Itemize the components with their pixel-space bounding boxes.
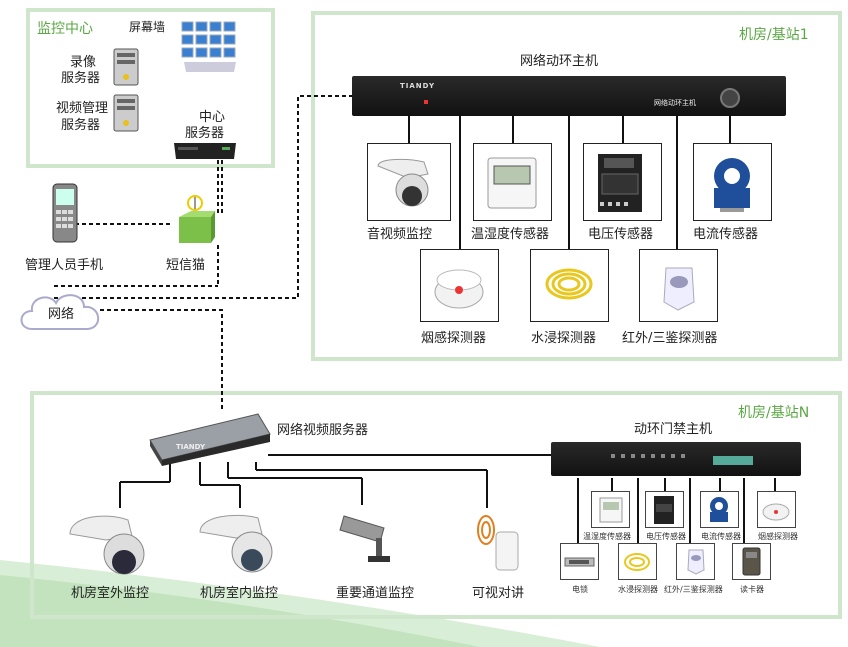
small-infrared-label: 红外/三鉴探测器 xyxy=(664,585,723,594)
smoke-detector-frame xyxy=(420,249,499,322)
video-intercom-icon xyxy=(470,508,524,574)
record-server-icon xyxy=(113,48,139,86)
current-sensor-frame xyxy=(693,143,772,221)
center-server-label-2: 服务器 xyxy=(185,126,225,141)
current-sensor-label: 电流传感器 xyxy=(693,227,759,242)
small-current-frame xyxy=(700,491,739,528)
av-monitor-frame xyxy=(367,143,451,221)
center-server-label-1: 中心 xyxy=(199,110,226,125)
access-host-rack xyxy=(551,442,801,476)
host-front-label: 网络动环主机 xyxy=(654,99,696,107)
status-led-icon xyxy=(424,100,428,104)
video-server-icon xyxy=(113,94,139,132)
water-detector-label: 水浸探测器 xyxy=(531,331,597,346)
small-infrared-frame xyxy=(676,543,715,580)
indoor-camera-label: 机房室内监控 xyxy=(200,586,279,601)
video-server-brand: TIANDY xyxy=(176,443,206,451)
phone-icon xyxy=(50,182,80,244)
siteN-title: 机房/基站N xyxy=(738,405,810,421)
small-lock-frame xyxy=(560,543,599,580)
phone-label: 管理人员手机 xyxy=(25,258,104,273)
voltage-sensor-label: 电压传感器 xyxy=(588,227,654,242)
outdoor-camera-icon xyxy=(66,506,156,576)
small-voltage-label: 电压传感器 xyxy=(646,532,686,541)
small-water-frame xyxy=(618,543,657,580)
sms-modem-label: 短信猫 xyxy=(166,258,206,273)
video-server-label-2: 服务器 xyxy=(61,118,101,133)
network-video-server-icon: TIANDY xyxy=(148,410,272,466)
voltage-sensor-frame xyxy=(583,143,662,221)
small-lock-label: 电锁 xyxy=(572,585,588,594)
siteN-video-server-title: 网络视频服务器 xyxy=(277,423,369,438)
passage-camera-icon xyxy=(336,498,402,572)
small-current-label: 电流传感器 xyxy=(701,532,741,541)
video-server-label-1: 视频管理 xyxy=(56,101,109,116)
av-monitor-label: 音视频监控 xyxy=(367,227,433,242)
site1-title: 机房/基站1 xyxy=(739,27,809,43)
site1-host-rack: TIANDY 网络动环主机 xyxy=(352,76,786,116)
record-server-label-1: 录像 xyxy=(70,55,97,70)
small-smoke-label: 烟感探测器 xyxy=(758,532,798,541)
access-host-leds-icon xyxy=(611,454,691,458)
network-cloud-icon xyxy=(14,283,108,339)
passage-camera-label: 重要通道监控 xyxy=(336,586,415,601)
temp-humidity-frame xyxy=(473,143,552,221)
center-server-icon xyxy=(172,139,238,161)
screen-wall-icon xyxy=(180,18,240,74)
indoor-camera-icon xyxy=(196,506,286,576)
siteN-panel xyxy=(30,391,842,619)
power-knob-icon xyxy=(720,88,740,108)
site1-host-title: 网络动环主机 xyxy=(520,54,599,69)
access-host-title: 动环门禁主机 xyxy=(634,422,713,437)
outdoor-camera-label: 机房室外监控 xyxy=(71,586,150,601)
video-intercom-label: 可视对讲 xyxy=(472,586,525,601)
network-label: 网络 xyxy=(48,307,75,322)
control-center-title: 监控中心 xyxy=(37,21,93,37)
temp-humidity-label: 温湿度传感器 xyxy=(471,227,550,242)
sms-modem-icon xyxy=(175,193,215,245)
small-water-label: 水浸探测器 xyxy=(618,585,658,594)
small-card-reader-frame xyxy=(732,543,771,580)
infrared-detector-label: 红外/三鉴探测器 xyxy=(622,331,718,346)
small-temp-label: 温湿度传感器 xyxy=(583,532,631,541)
small-card-reader-label: 读卡器 xyxy=(740,585,764,594)
screen-wall-label: 屏幕墙 xyxy=(129,20,166,34)
small-voltage-frame xyxy=(645,491,684,528)
record-server-label-2: 服务器 xyxy=(61,71,101,86)
host-brand: TIANDY xyxy=(400,82,436,90)
small-temp-frame xyxy=(591,491,630,528)
infrared-detector-frame xyxy=(639,249,718,322)
access-host-display-icon xyxy=(713,456,753,465)
water-detector-frame xyxy=(530,249,609,322)
small-smoke-frame xyxy=(757,491,796,528)
smoke-detector-label: 烟感探测器 xyxy=(421,331,487,346)
